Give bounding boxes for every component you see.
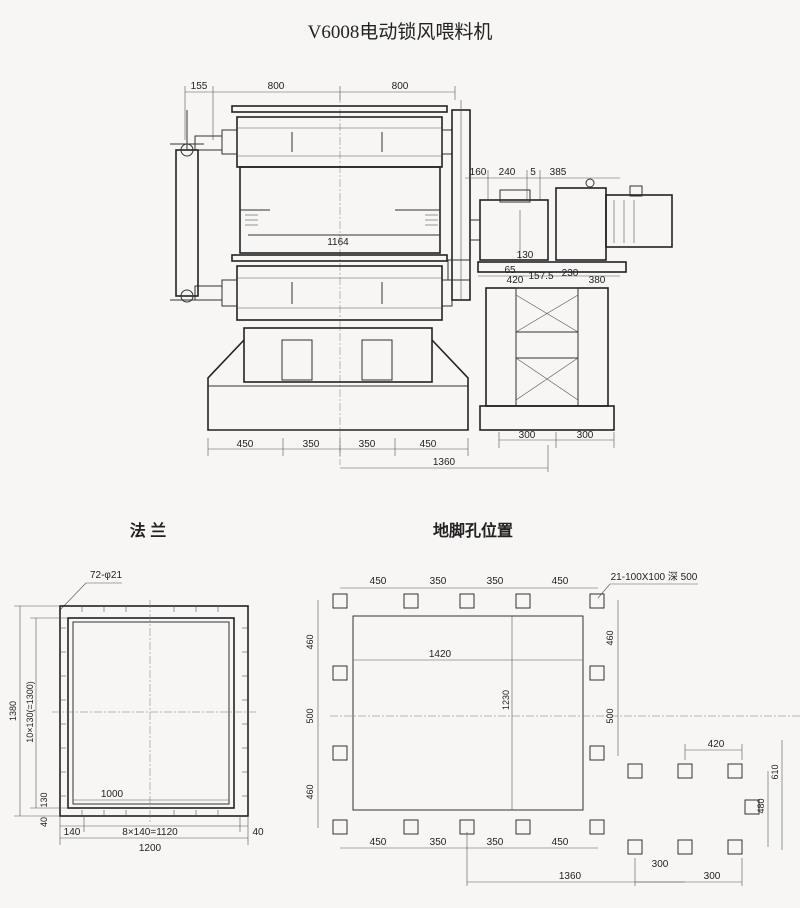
- dim-800-left: 800: [268, 81, 285, 92]
- dim-420: 420: [507, 275, 524, 286]
- flange-view: 法 兰 72-φ21 1000 1380 10×130(=1300) 40 13…: [8, 521, 264, 854]
- fdn-top-350-right: 350: [487, 576, 504, 587]
- bolt-note: 21-100X100 深 500: [611, 571, 698, 583]
- dim-1164: 1164: [327, 237, 349, 248]
- fdn-left-500: 500: [305, 708, 315, 723]
- flange-heading: 法 兰: [130, 521, 166, 540]
- dim-800-right: 800: [392, 81, 409, 92]
- fdn-left-460-top: 460: [305, 634, 315, 649]
- dim-base-350-left: 350: [303, 439, 320, 450]
- flange-dim-pitch-height: 10×130(=1300): [25, 681, 35, 743]
- fdn-aux-300-right: 300: [704, 871, 721, 882]
- dim-65: 65: [504, 265, 516, 276]
- fdn-top-450-right: 450: [552, 576, 569, 587]
- fdn-aux-420: 420: [708, 739, 725, 750]
- dim-5: 5: [530, 167, 536, 178]
- flange-dim-pitch-width: 8×140=1120: [122, 827, 178, 838]
- fdn-left-460-bottom: 460: [305, 784, 315, 799]
- elevation-view: 155 800 800 1164: [170, 81, 673, 472]
- foundation-heading: 地脚孔位置: [433, 521, 513, 540]
- dim-stand-300-right: 300: [577, 430, 594, 441]
- dim-155: 155: [191, 81, 208, 92]
- fdn-bottom-450-left: 450: [370, 837, 387, 848]
- foundation-view: 地脚孔位置 21-100X100 深 500 450 350 350 450 1…: [305, 521, 800, 886]
- dim-stand-300-left: 300: [519, 430, 536, 441]
- flange-dim-40: 40: [39, 817, 49, 827]
- dim-base-350-right: 350: [359, 439, 376, 450]
- fdn-aux-480: 480: [756, 798, 766, 813]
- flange-dim-140: 140: [64, 827, 81, 838]
- dim-overall-1360: 1360: [433, 457, 456, 468]
- fdn-right-500: 500: [605, 708, 615, 723]
- fdn-aux-610: 610: [770, 764, 780, 779]
- fdn-dim-1360: 1360: [559, 871, 582, 882]
- flange-dim-1380: 1380: [8, 701, 18, 721]
- fdn-bottom-350-right: 350: [487, 837, 504, 848]
- fdn-right-460: 460: [605, 630, 615, 645]
- flange-dim-right-40: 40: [252, 827, 264, 838]
- drawing-title: V6008电动锁风喂料机: [308, 21, 493, 43]
- flange-hole-marks: [60, 606, 248, 816]
- flange-holes-note: 72-φ21: [90, 570, 122, 581]
- fdn-dim-1420: 1420: [429, 649, 452, 660]
- fdn-bottom-450-right: 450: [552, 837, 569, 848]
- dim-157-5: 157.5: [528, 271, 553, 282]
- dim-380: 380: [589, 275, 606, 286]
- flange-dim-130: 130: [39, 792, 49, 807]
- fdn-top-450-left: 450: [370, 576, 387, 587]
- dim-160: 160: [470, 167, 487, 178]
- flange-dim-1000: 1000: [101, 789, 124, 800]
- fdn-top-350-left: 350: [430, 576, 447, 587]
- dim-130: 130: [517, 250, 534, 261]
- flange-dim-1200: 1200: [139, 843, 162, 854]
- dim-385: 385: [550, 167, 567, 178]
- dim-base-450-left: 450: [237, 439, 254, 450]
- bolt-holes-main: [332, 593, 605, 835]
- fdn-aux-300-left: 300: [652, 859, 669, 870]
- dim-230: 230: [562, 268, 579, 279]
- fdn-dim-1230: 1230: [501, 690, 511, 710]
- fdn-bottom-350-left: 350: [430, 837, 447, 848]
- dim-base-450-right: 450: [420, 439, 437, 450]
- dim-240: 240: [499, 167, 516, 178]
- bolt-holes-aux: [627, 763, 760, 855]
